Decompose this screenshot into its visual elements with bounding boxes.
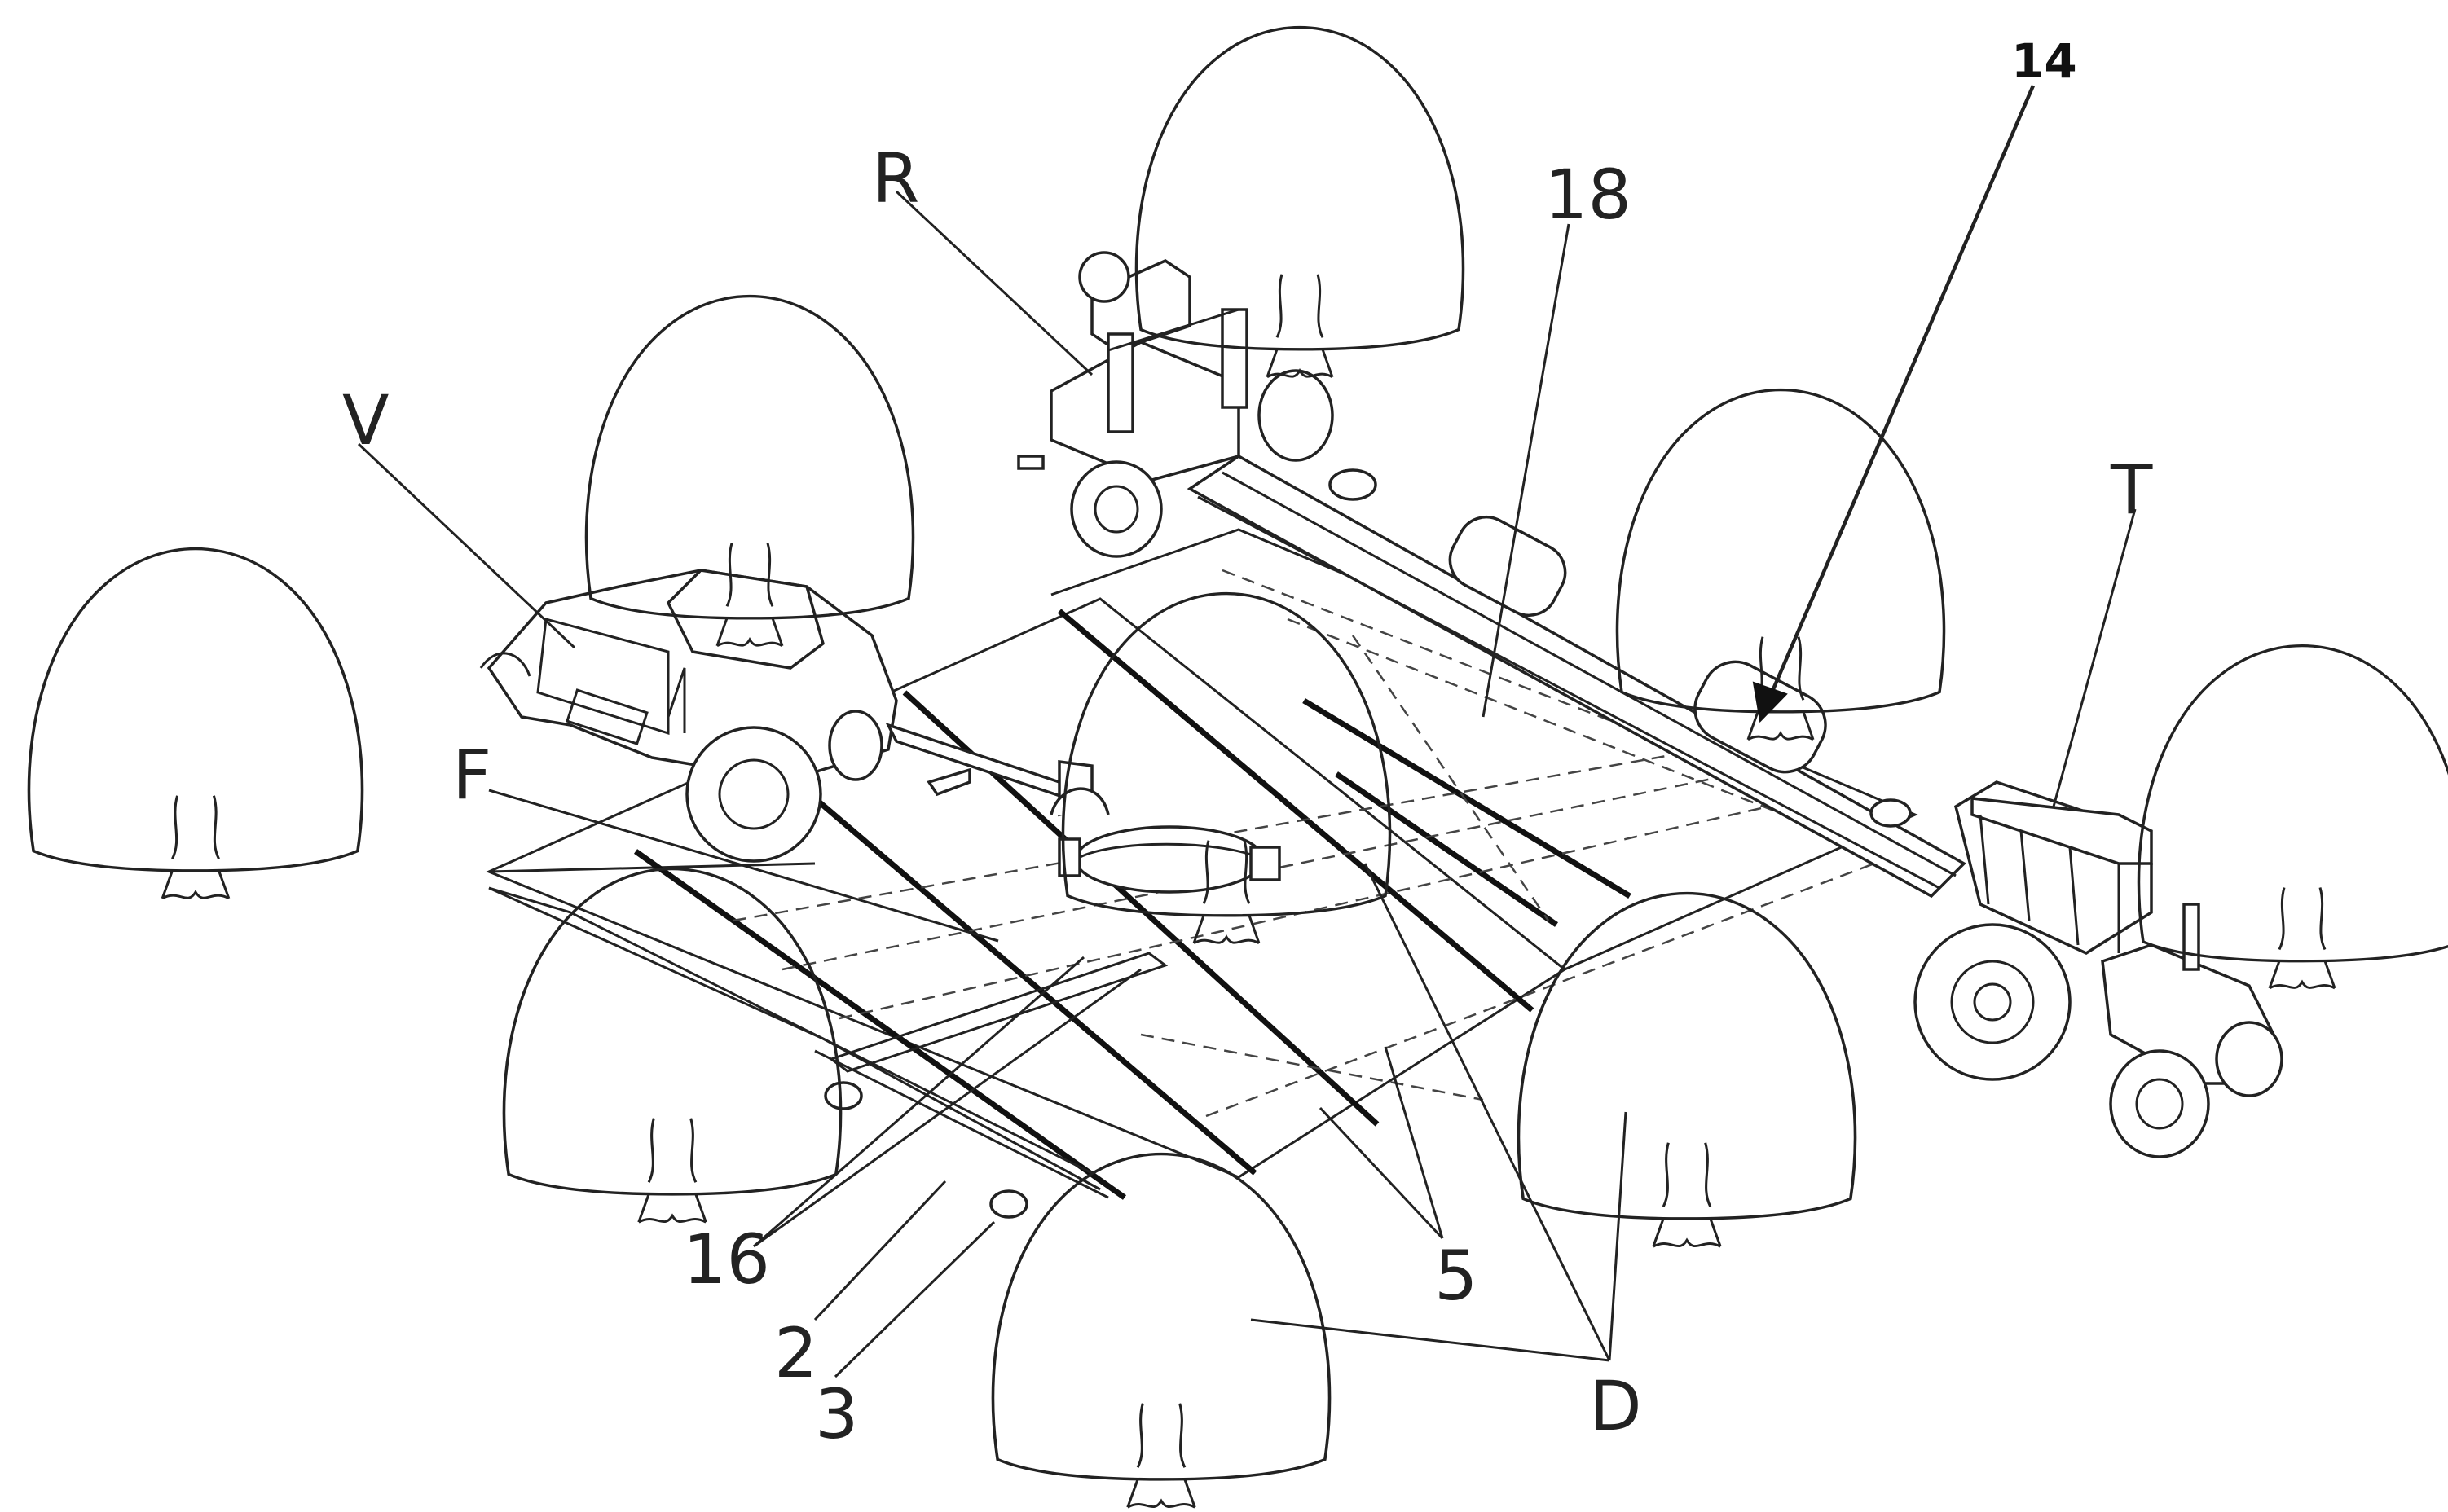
label-3: 3	[815, 1374, 858, 1454]
label-f: F	[452, 735, 491, 815]
label-r: R	[872, 138, 919, 218]
tree	[1063, 594, 1389, 943]
cable-assembly	[489, 888, 1165, 1217]
vehicle-v	[481, 570, 1092, 861]
label-v: V	[342, 380, 389, 460]
label-2: 2	[774, 1313, 817, 1393]
trees	[29, 28, 2448, 1508]
tree	[993, 1154, 1329, 1508]
tree	[29, 549, 362, 899]
tractor-t	[1915, 782, 2282, 1157]
tree	[504, 869, 840, 1223]
label-5: 5	[1434, 1236, 1477, 1316]
label-14: 14	[2011, 33, 2077, 89]
conveyor-boom	[1190, 456, 1964, 896]
tree	[1518, 894, 1855, 1247]
label-d: D	[1589, 1366, 1642, 1446]
arrow-14	[1754, 86, 2033, 721]
label-16: 16	[683, 1220, 770, 1299]
label-18: 18	[1544, 155, 1631, 235]
label-t: T	[2110, 450, 2153, 530]
